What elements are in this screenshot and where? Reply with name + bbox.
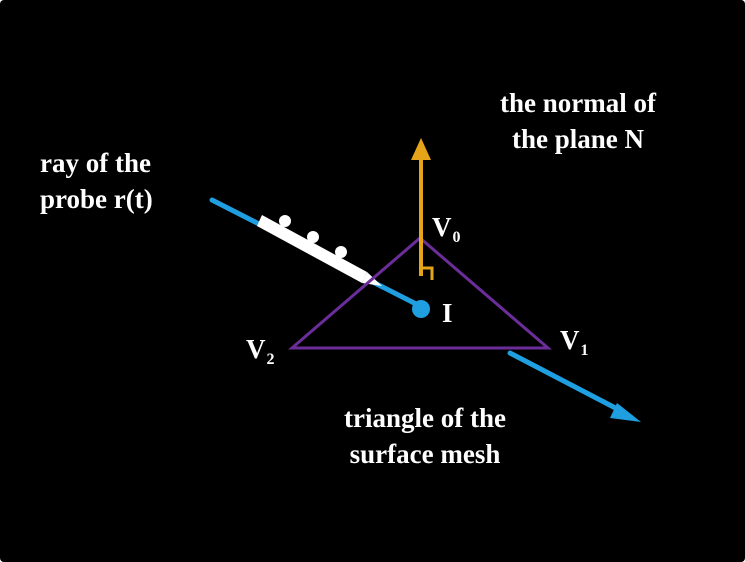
vertex-v2-label: V2 xyxy=(246,331,275,372)
triangle-label-line-1: triangle of the xyxy=(344,403,506,433)
normal-arrow-icon xyxy=(411,138,431,276)
probe-body xyxy=(257,215,382,286)
vertex-v1-main: V xyxy=(560,325,580,355)
vertex-v2-subscript: 2 xyxy=(266,351,275,368)
vertex-v0-subscript: 0 xyxy=(452,229,461,246)
normal-label-line-1: the normal of xyxy=(500,88,656,118)
vertex-v2-main: V xyxy=(246,334,266,364)
vertex-v0-label: V0 xyxy=(432,209,461,250)
ray-label-line-1: ray of the xyxy=(40,148,151,178)
right-angle-marker-icon xyxy=(421,266,434,280)
vertex-v1-label: V1 xyxy=(560,322,589,363)
probe-dot-3 xyxy=(335,246,347,258)
triangle-shape xyxy=(287,236,553,350)
ray-label: ray of the probe r(t) xyxy=(40,145,153,217)
normal-label-line-2: the plane N xyxy=(511,124,644,154)
triangle-label-line-2: surface mesh xyxy=(349,439,501,469)
vertex-v1-subscript: 1 xyxy=(580,342,589,359)
intersection-point xyxy=(412,300,430,318)
normal-label: the normal of the plane N xyxy=(468,85,688,157)
probe-dot-1 xyxy=(279,215,291,227)
ray-label-line-2: probe r(t) xyxy=(40,184,153,214)
vertex-v0-main: V xyxy=(432,212,452,242)
probe-dot-2 xyxy=(307,231,319,243)
outgoing-ray-arrow-icon xyxy=(507,350,641,422)
triangle-label: triangle of the surface mesh xyxy=(300,400,550,472)
intersection-label: I xyxy=(442,298,453,328)
